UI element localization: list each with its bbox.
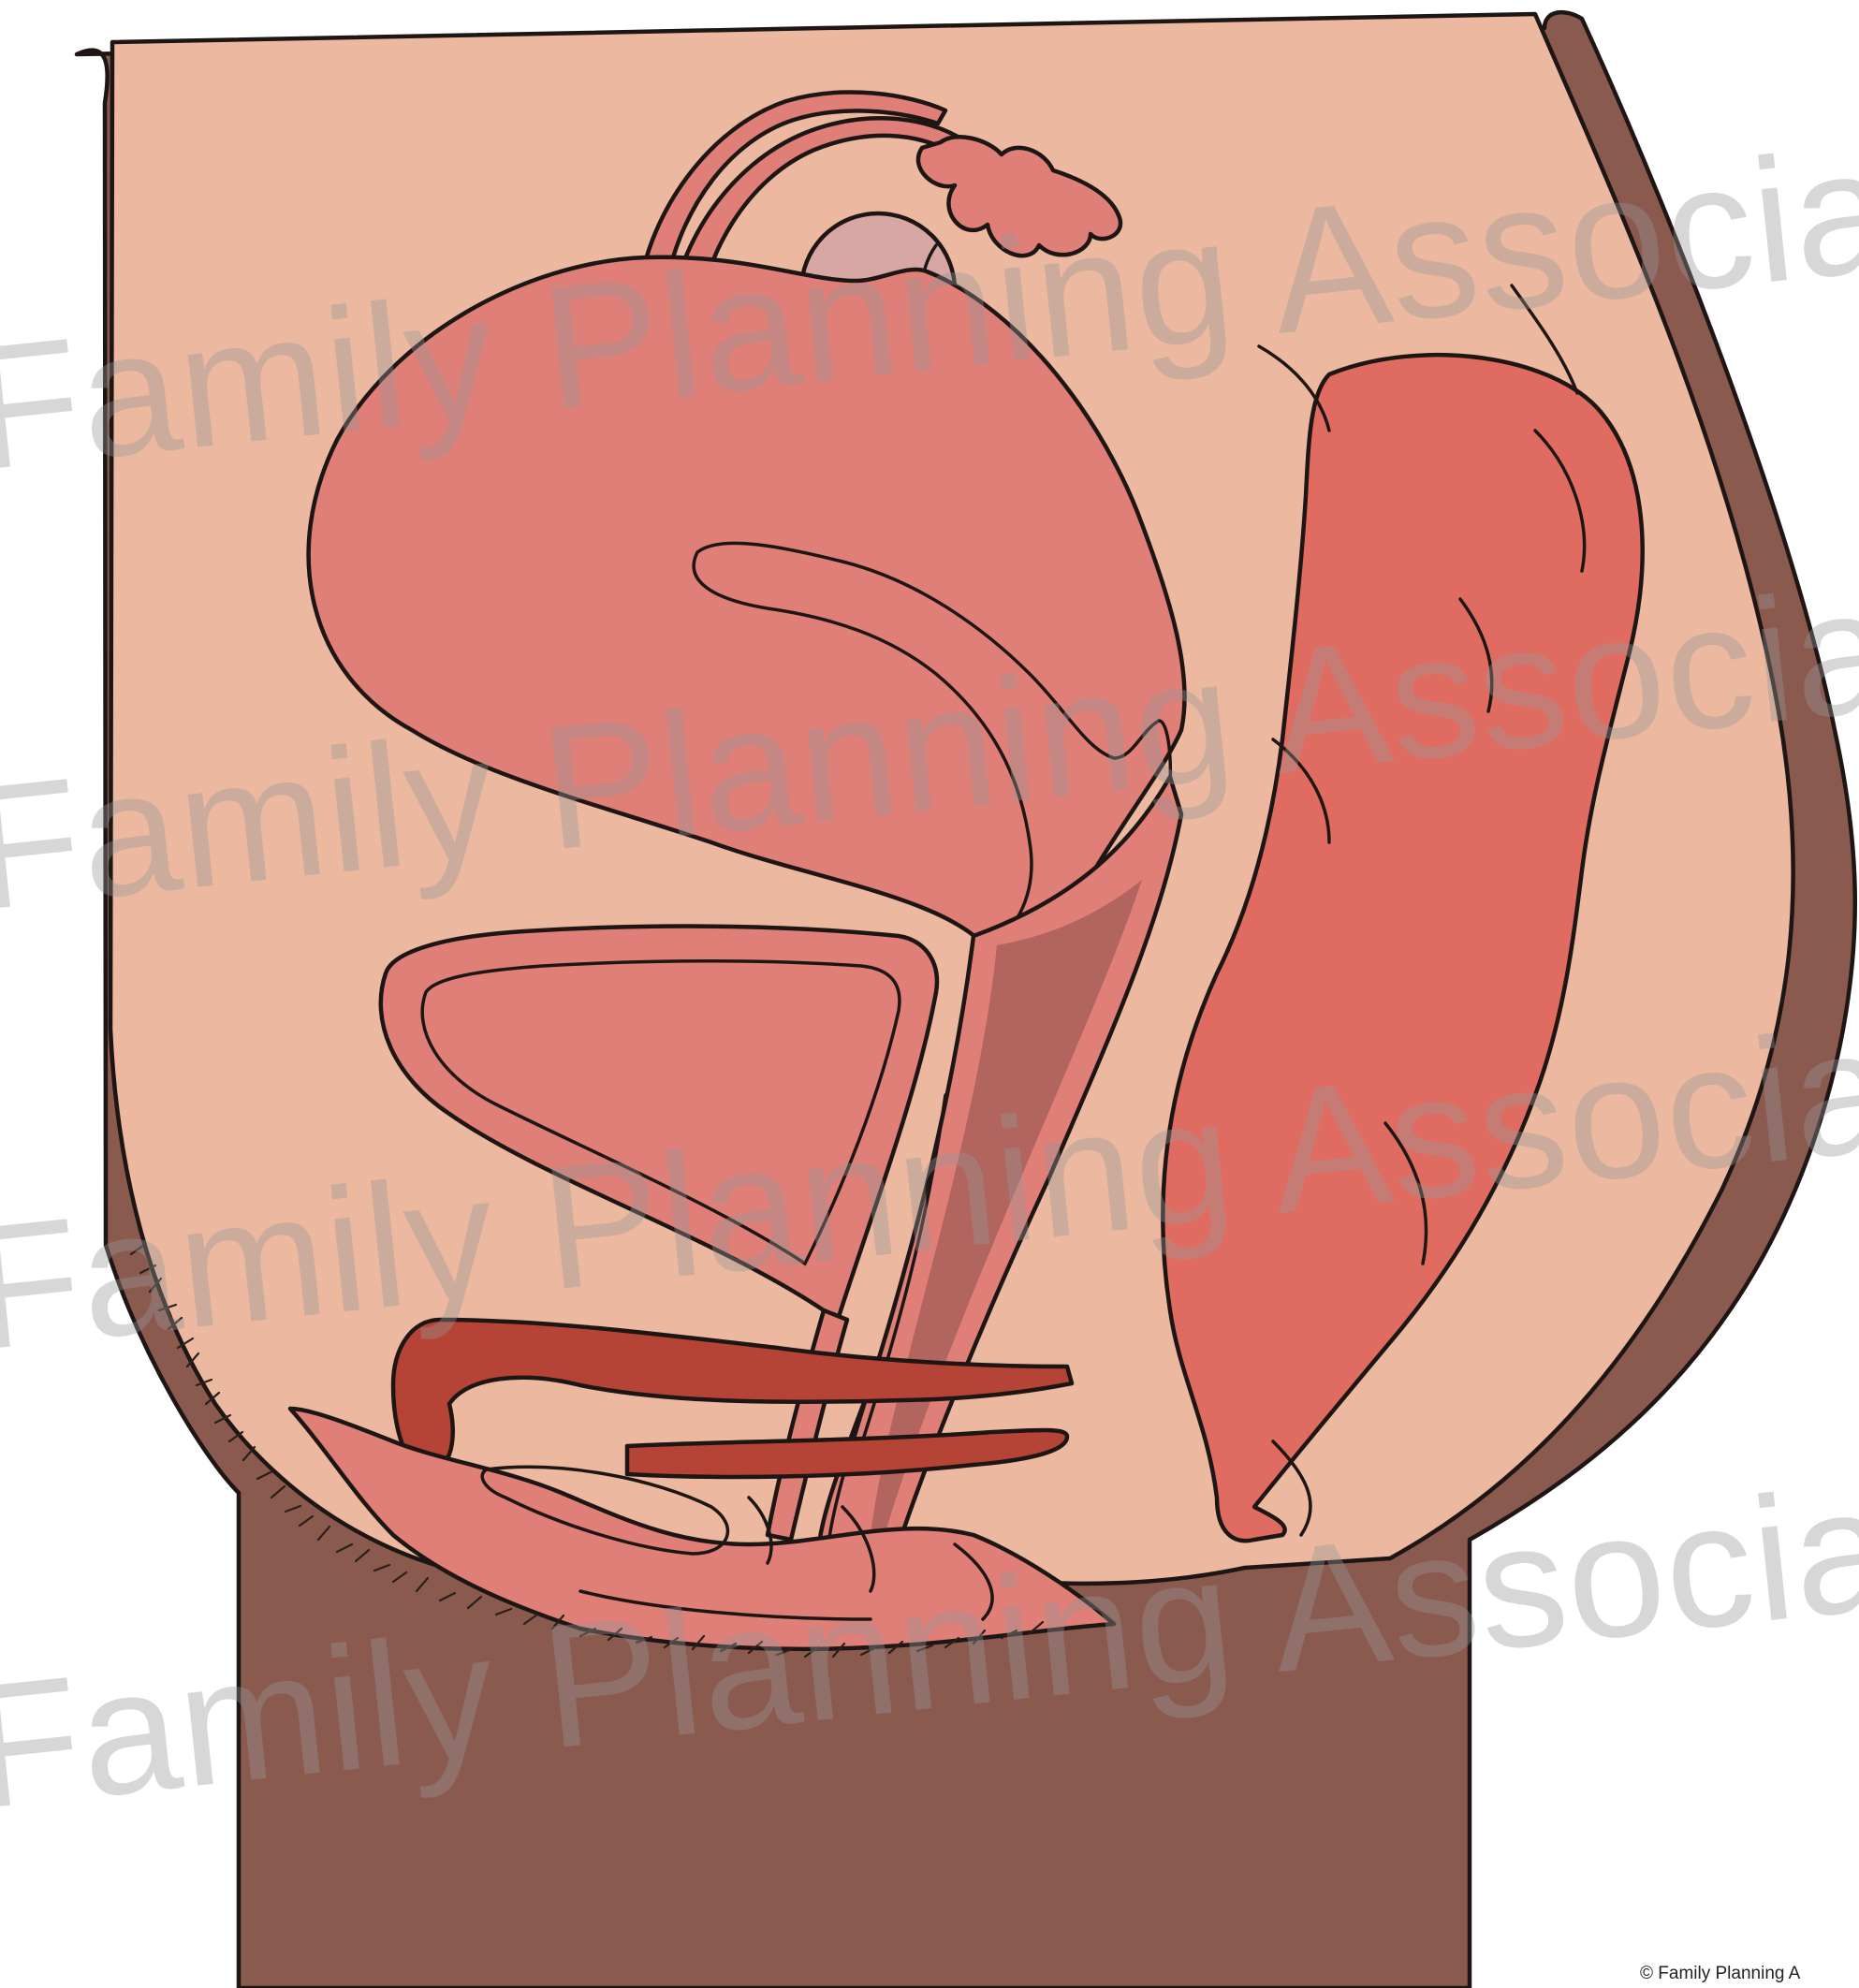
copyright-notice: © Family Planning A bbox=[1640, 1964, 1800, 1984]
